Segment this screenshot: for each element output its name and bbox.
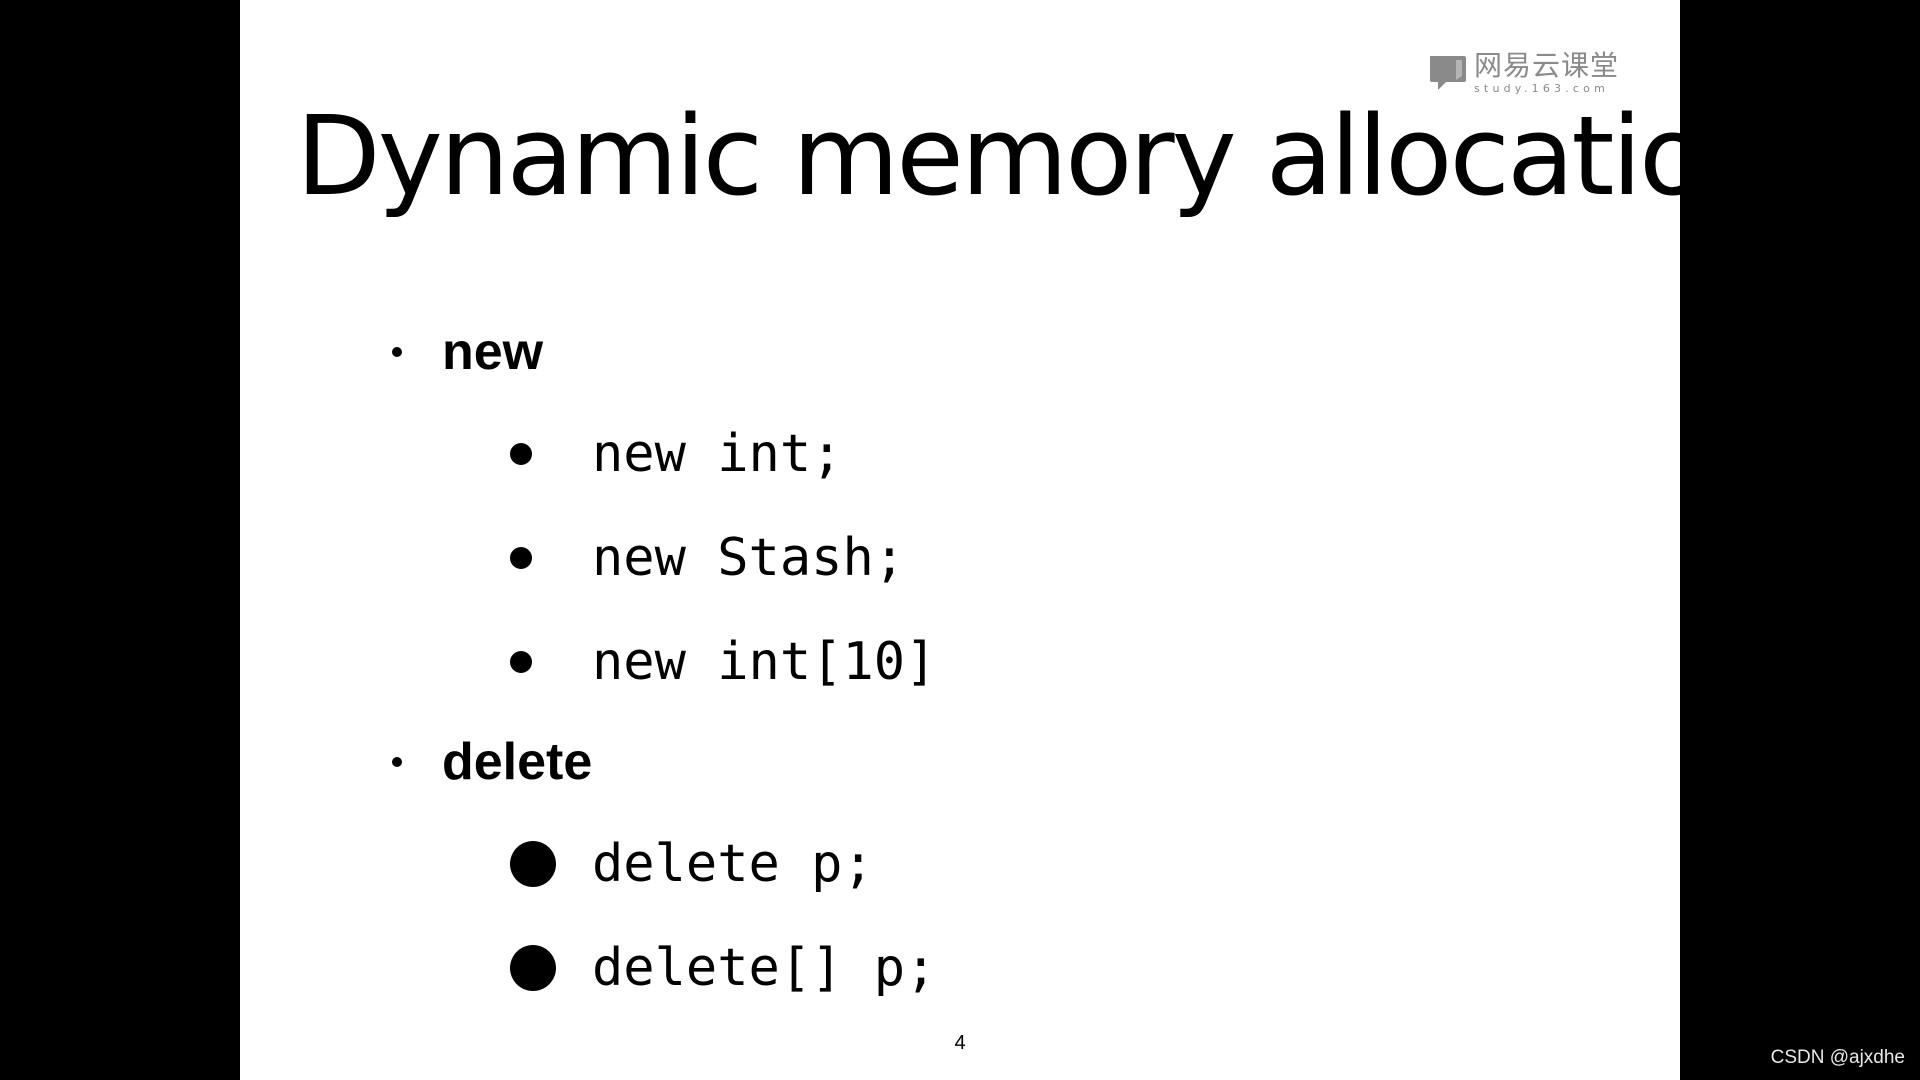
code-line: delete[] p;	[592, 938, 937, 998]
speech-bubble-icon	[1430, 56, 1466, 90]
netease-cloud-classroom-logo: 网易云课堂 study.163.com	[1426, 52, 1619, 94]
bullet-dot	[510, 841, 556, 887]
sub-bullet-new-int-array: new int[10]	[510, 632, 936, 692]
sub-bullet-delete-p: delete p;	[510, 834, 874, 894]
bullet-dot	[392, 757, 402, 767]
slide-title: Dynamic memory allocation	[296, 92, 1680, 220]
code-line: new Stash;	[592, 528, 906, 588]
bullet-delete: delete	[392, 732, 592, 792]
sub-bullet-new-stash: new Stash;	[510, 528, 905, 588]
logo-text: 网易云课堂 study.163.com	[1474, 49, 1620, 95]
bullet-dot	[392, 347, 402, 357]
sub-bullet-delete-array: delete[] p;	[510, 938, 936, 998]
slide: 网易云课堂 study.163.com Dynamic memory alloc…	[240, 0, 1680, 1080]
bullet-new: new	[392, 322, 543, 382]
sub-bullet-new-int: new int;	[510, 424, 842, 484]
code-line: delete p;	[592, 834, 874, 894]
bullet-label: delete	[442, 733, 593, 791]
bullet-label: new	[442, 323, 544, 381]
code-line: new int;	[592, 424, 843, 484]
bullet-dot	[510, 651, 532, 673]
bullet-dot	[510, 443, 532, 465]
csdn-watermark: CSDN @ajxdhe	[1770, 1047, 1905, 1068]
logo-url: study.163.com	[1474, 82, 1610, 95]
bullet-dot	[510, 547, 532, 569]
code-line: new int[10]	[592, 632, 937, 692]
page-number: 4	[954, 1032, 966, 1054]
logo-name: 网易云课堂	[1474, 49, 1620, 82]
bullet-dot	[510, 945, 556, 991]
